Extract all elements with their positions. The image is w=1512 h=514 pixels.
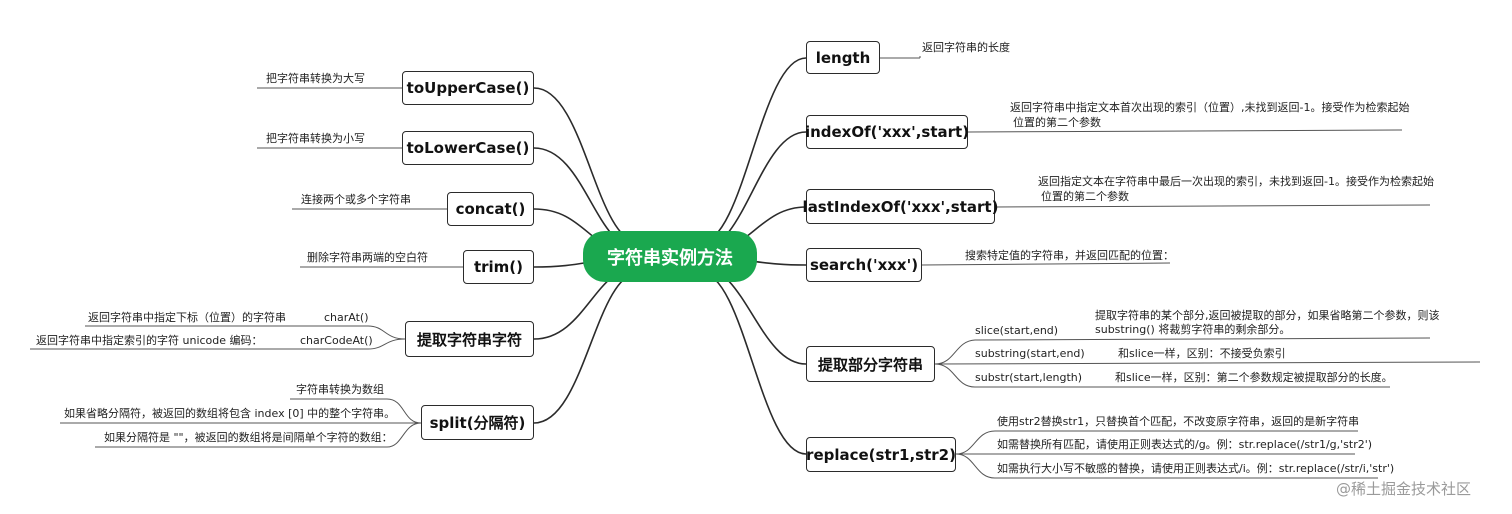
note-split-3: 如果分隔符是 ""，被返回的数组将是间隔单个字符的数组： bbox=[104, 431, 393, 444]
branch-length-label: length bbox=[815, 48, 871, 67]
branch-extract-part-label: 提取部分字符串 bbox=[817, 355, 923, 374]
note-touppercase: 把字符串转换为大写 bbox=[266, 72, 365, 85]
branch-replace[interactable]: replace(str1,str2) bbox=[806, 437, 956, 472]
branch-touppercase-label: toUpperCase() bbox=[406, 79, 530, 97]
branch-tolowercase-label: toLowerCase() bbox=[406, 139, 530, 157]
note-concat: 连接两个或多个字符串 bbox=[301, 193, 411, 206]
note-split-1: 字符串转换为数组 bbox=[296, 383, 384, 396]
branch-indexof[interactable]: indexOf('xxx',start) bbox=[804, 115, 970, 149]
sub-substring: substring(start,end) bbox=[975, 347, 1085, 360]
note-replace-3: 如需执行大小写不敏感的替换，请使用正则表达式/i。例：str.replace(/… bbox=[997, 462, 1395, 475]
branch-touppercase[interactable]: toUpperCase() bbox=[402, 71, 534, 105]
note-replace-1: 使用str2替换str1，只替换首个匹配，不改变原字符串，返回的是新字符串 bbox=[997, 415, 1360, 428]
branch-length[interactable]: length bbox=[806, 41, 880, 74]
sub-charat-desc: 返回字符串中指定下标（位置）的字符串 bbox=[88, 311, 286, 324]
sub-substr: substr(start,length) bbox=[975, 371, 1083, 384]
sub-slice-desc-1: 提取字符串的某个部分,返回被提取的部分，如果省略第二个参数，则该 bbox=[1095, 309, 1440, 322]
sub-charcodeat-desc: 返回字符串中指定索引的字符 unicode 编码： bbox=[36, 334, 263, 347]
note-trim: 删除字符串两端的空白符 bbox=[307, 251, 428, 264]
sub-slice-desc-2: substring() 将裁剪字符串的剩余部分。 bbox=[1095, 323, 1291, 336]
note-replace-2: 如需替换所有匹配，请使用正则表达式的/g。例：str.replace(/str1… bbox=[997, 438, 1373, 451]
note-lastindexof-1: 返回指定文本在字符串中最后一次出现的索引，未找到返回-1。接受作为检索起始 bbox=[1038, 175, 1434, 188]
note-search: 搜索特定值的字符串，并返回匹配的位置： bbox=[965, 249, 1174, 262]
branch-tolowercase[interactable]: toLowerCase() bbox=[402, 131, 534, 165]
central-topic-label: 字符串实例方法 bbox=[607, 247, 733, 269]
branch-extract-part[interactable]: 提取部分字符串 bbox=[806, 346, 935, 382]
branch-split[interactable]: split(分隔符) bbox=[421, 405, 534, 440]
branch-search[interactable]: search('xxx') bbox=[806, 248, 922, 282]
note-length: 返回字符串的长度 bbox=[922, 41, 1010, 54]
note-indexof-2: 位置的第二个参数 bbox=[1013, 116, 1101, 129]
sub-slice: slice(start,end) bbox=[975, 324, 1059, 337]
note-lastindexof-2: 位置的第二个参数 bbox=[1041, 190, 1129, 203]
branch-lastindexof-label: lastIndexOf('xxx',start) bbox=[802, 197, 999, 216]
branch-split-label: split(分隔符) bbox=[429, 414, 526, 432]
sub-substr-desc: 和slice一样，区别：第二个参数规定被提取部分的长度。 bbox=[1115, 371, 1393, 384]
branch-search-label: search('xxx') bbox=[809, 256, 919, 274]
sub-charat: charAt() bbox=[324, 311, 369, 324]
note-indexof-1: 返回字符串中指定文本首次出现的索引（位置）,未找到返回-1。接受作为检索起始 bbox=[1010, 101, 1410, 114]
watermark: @稀土掘金技术社区 bbox=[1336, 480, 1472, 498]
branch-concat[interactable]: concat() bbox=[447, 192, 534, 226]
branch-trim-label: trim() bbox=[473, 258, 524, 276]
sub-substring-desc: 和slice一样，区别：不接受负索引 bbox=[1118, 347, 1286, 360]
branch-replace-label: replace(str1,str2) bbox=[806, 445, 956, 464]
note-split-2: 如果省略分隔符，被返回的数组将包含 index [0] 中的整个字符串。 bbox=[64, 407, 396, 420]
branch-extract-char[interactable]: 提取字符串字符 bbox=[405, 321, 534, 357]
sub-charcodeat: charCodeAt() bbox=[300, 334, 373, 347]
branch-concat-label: concat() bbox=[455, 200, 526, 218]
central-topic[interactable]: 字符串实例方法 bbox=[583, 231, 757, 282]
note-tolowercase: 把字符串转换为小写 bbox=[266, 132, 365, 145]
branch-extract-char-label: 提取字符串字符 bbox=[416, 330, 522, 349]
branch-lastindexof[interactable]: lastIndexOf('xxx',start) bbox=[803, 189, 998, 224]
branch-indexof-label: indexOf('xxx',start) bbox=[804, 123, 970, 141]
branch-trim[interactable]: trim() bbox=[463, 250, 534, 284]
